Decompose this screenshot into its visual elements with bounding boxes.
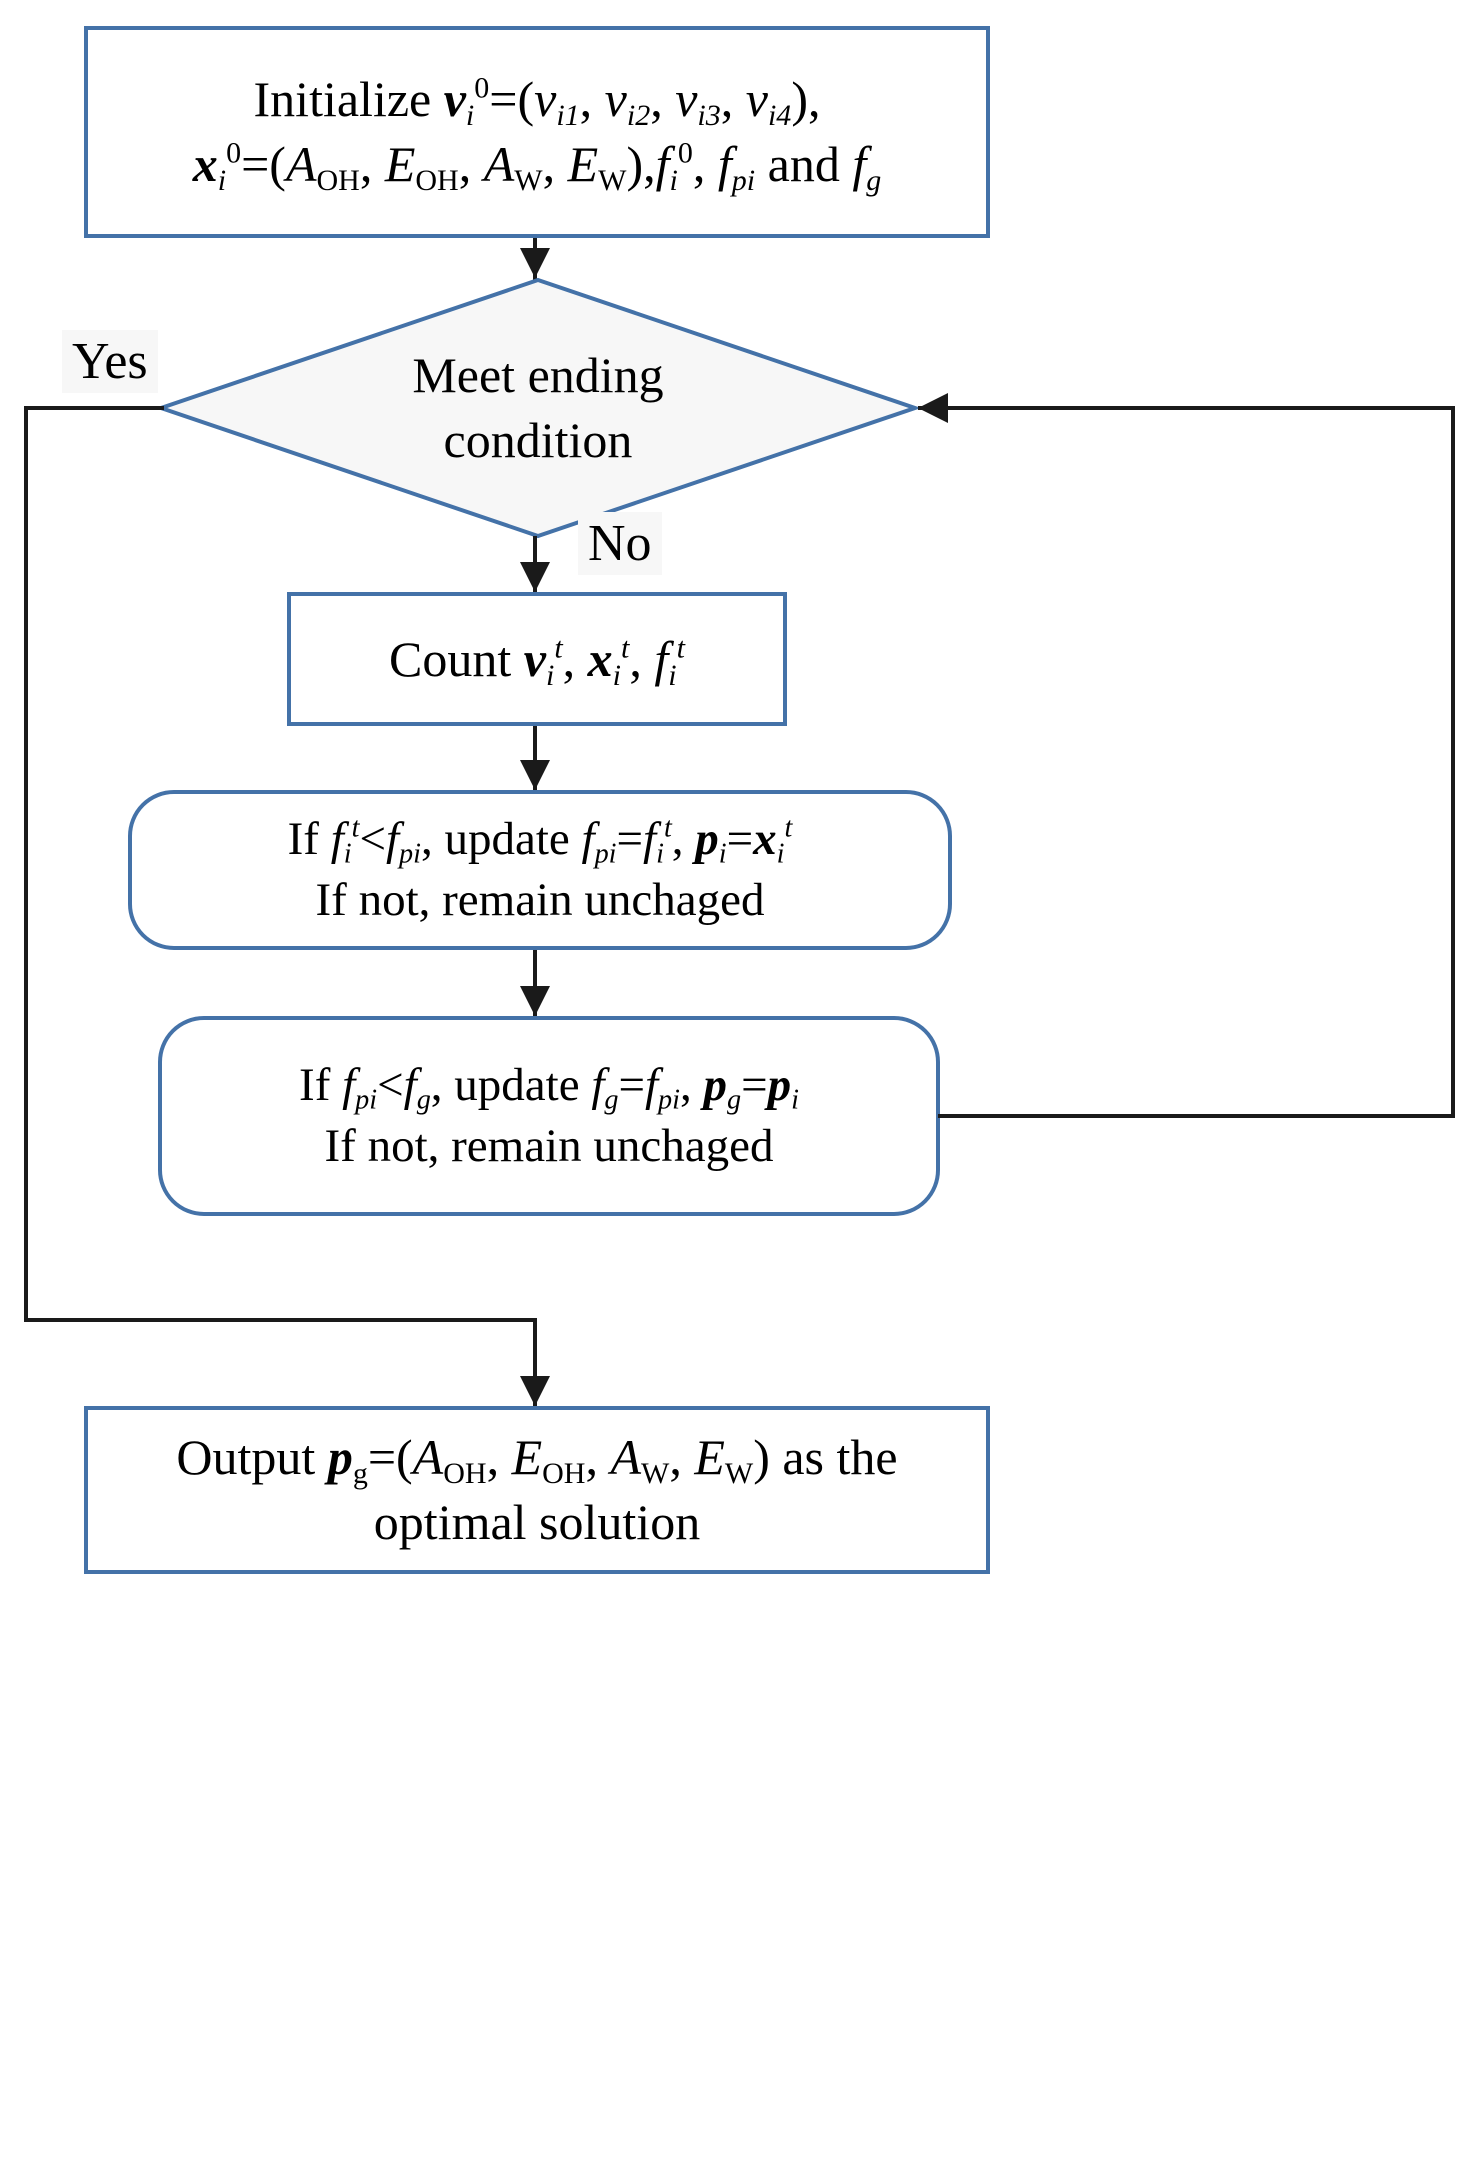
connector-count-to-personal [533,726,537,792]
arrowhead-personal-to-global [520,986,550,1016]
node-count-text: Count vit, xit, fit [389,630,685,692]
arrowhead-yes-to-output [520,1376,550,1406]
node-update-global-best-text: If fpi<fg, update fg=fpi, pg=pi If not, … [299,1055,799,1177]
decision-diamond-shape [154,277,922,539]
connector-personal-to-global [533,950,537,1018]
node-initialize-text: Initialize vi0=(vi1, vi2, vi3, vi4), xi0… [193,67,882,197]
node-update-global-best-line2: If not, remain unchaged [324,1120,774,1172]
connector-feedback-vertical [1451,406,1455,1118]
node-update-global-best-line1: If fpi<fg, update fg=fpi, pg=pi [299,1058,799,1116]
arrowhead-count-to-personal [520,760,550,790]
node-output: Output pg=(AOH, EOH, AW, EW) as the opti… [84,1406,990,1574]
node-output-line2: optimal solution [373,1494,701,1550]
connector-yes-down-to-output [533,1318,537,1406]
node-initialize-line1: Initialize vi0=(vi1, vi2, vi3, vi4), [253,71,821,132]
node-initialize-line2: xi0=(AOH, EOH, AW, EW),fi0, fpi and fg [192,136,882,197]
connector-feedback-horizontal-bottom [938,1114,1455,1118]
connector-yes-to-output [24,1318,537,1322]
arrowhead-decision-to-count [520,562,550,592]
node-update-personal-best-line2: If not, remain unchaged [315,874,765,926]
node-update-personal-best-line1: If fit<fpi, update fpi=fit, pi=xit [287,812,793,870]
connector-feedback-horizontal-top [918,406,1451,410]
arrowhead-feedback-to-decision [918,393,948,423]
node-decision-line1: Meet ending [412,347,664,403]
arrowhead-init-to-decision [520,248,550,278]
connector-yes-horizontal [24,406,164,410]
node-decision-line2: condition [443,412,633,468]
node-update-personal-best-text: If fit<fpi, update fpi=fit, pi=xit If no… [288,809,793,931]
edge-label-yes: Yes [62,330,158,393]
node-output-line1: Output pg=(AOH, EOH, AW, EW) as the [176,1429,898,1490]
node-update-personal-best: If fit<fpi, update fpi=fit, pi=xit If no… [128,790,952,950]
node-decision: Meet ending condition [154,277,922,539]
node-update-global-best: If fpi<fg, update fg=fpi, pg=pi If not, … [158,1016,940,1216]
node-count: Count vit, xit, fit [287,592,787,726]
connector-yes-vertical [24,406,28,1322]
node-decision-text: Meet ending condition [158,278,918,538]
node-initialize: Initialize vi0=(vi1, vi2, vi3, vi4), xi0… [84,26,990,238]
edge-label-no: No [578,512,662,575]
node-output-text: Output pg=(AOH, EOH, AW, EW) as the opti… [176,1425,897,1555]
